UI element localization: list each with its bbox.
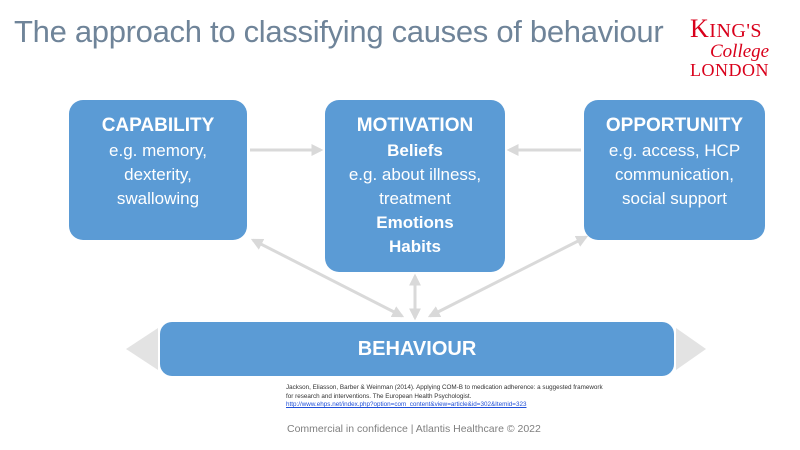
footer-text: Commercial in confidence | Atlantis Heal… (287, 423, 541, 435)
logo-ings: ING'S (709, 20, 763, 42)
motivation-line: Emotions (376, 213, 454, 232)
behaviour-left-arrowhead (126, 328, 158, 370)
opportunity-box: OPPORTUNITY e.g. access, HCP communicati… (584, 100, 765, 240)
opportunity-line: social support (622, 189, 727, 208)
motivation-line: treatment (379, 189, 451, 208)
reference-link[interactable]: http://www.ehps.net/index.php?option=com… (286, 401, 527, 408)
capability-line: dexterity, (124, 165, 192, 184)
capability-line: swallowing (116, 189, 200, 208)
arrow-capability-behaviour (250, 238, 405, 318)
behaviour-right-arrowhead (676, 328, 706, 370)
motivation-line: Beliefs (387, 141, 443, 160)
reference-text: Jackson, Eliasson, Barber & Weinman (201… (286, 384, 603, 400)
motivation-box: MOTIVATION Beliefs e.g. about illness, t… (325, 100, 505, 272)
behaviour-box: BEHAVIOUR (160, 322, 674, 376)
motivation-line: Habits (389, 237, 441, 256)
capability-box: CAPABILITY e.g. memory, dexterity, swall… (69, 100, 247, 240)
behaviour-heading: BEHAVIOUR (357, 337, 477, 360)
reference-citation: Jackson, Eliasson, Barber & Weinman (201… (286, 384, 606, 410)
motivation-heading: MOTIVATION (356, 115, 474, 136)
capability-heading: CAPABILITY (101, 115, 215, 136)
kings-college-london-logo: KING'S College LONDON (690, 14, 788, 80)
opportunity-line: e.g. access, HCP (608, 141, 741, 160)
logo-london: LONDON (690, 60, 769, 80)
arrow-opportunity-behaviour (427, 235, 589, 318)
motivation-line: e.g. about illness, (348, 165, 482, 184)
opportunity-line: communication, (614, 165, 735, 184)
capability-line: e.g. memory, (109, 141, 207, 160)
logo-k: K (690, 14, 710, 43)
logo-college: College (710, 41, 770, 62)
opportunity-heading: OPPORTUNITY (605, 115, 744, 136)
slide-title: The approach to classifying causes of be… (14, 14, 664, 49)
